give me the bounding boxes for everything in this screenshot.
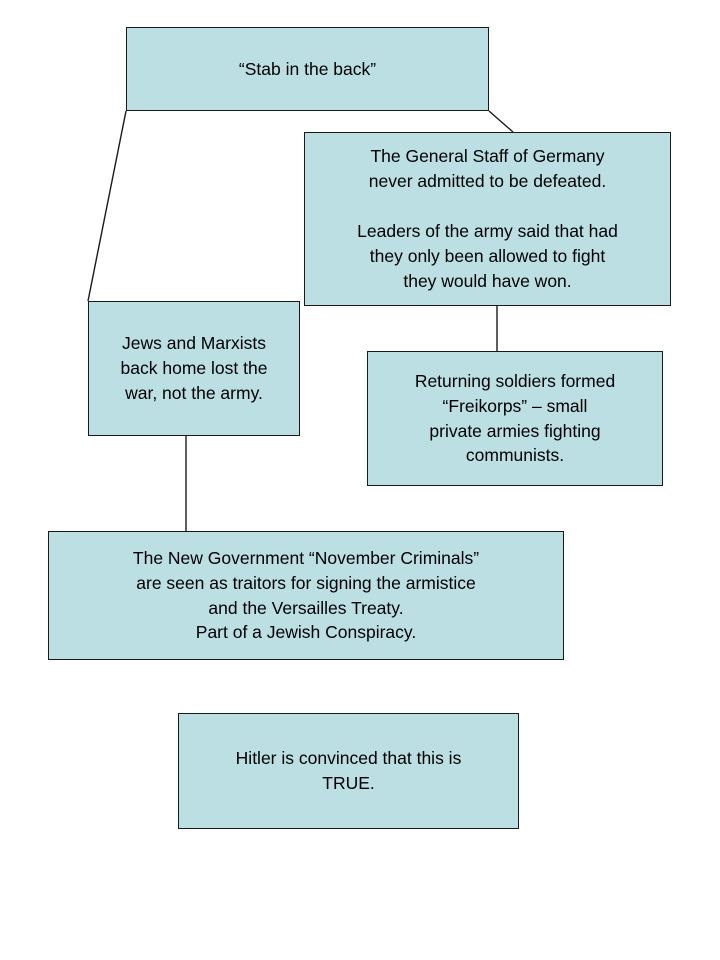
node-hitler-convinced[interactable]: Hitler is convinced that this is TRUE. (178, 713, 519, 829)
connector-stab-to-general-staff (488, 110, 514, 133)
node-stab-in-the-back[interactable]: “Stab in the back” (126, 27, 489, 111)
node-general-staff[interactable]: The General Staff of Germany never admit… (304, 132, 671, 306)
connector-stab-to-jews (87, 110, 127, 302)
node-freikorps[interactable]: Returning soldiers formed “Freikorps” – … (367, 351, 663, 486)
node-jews-marxists[interactable]: Jews and Marxists back home lost the war… (88, 301, 300, 436)
node-new-government[interactable]: The New Government “November Criminals” … (48, 531, 564, 660)
